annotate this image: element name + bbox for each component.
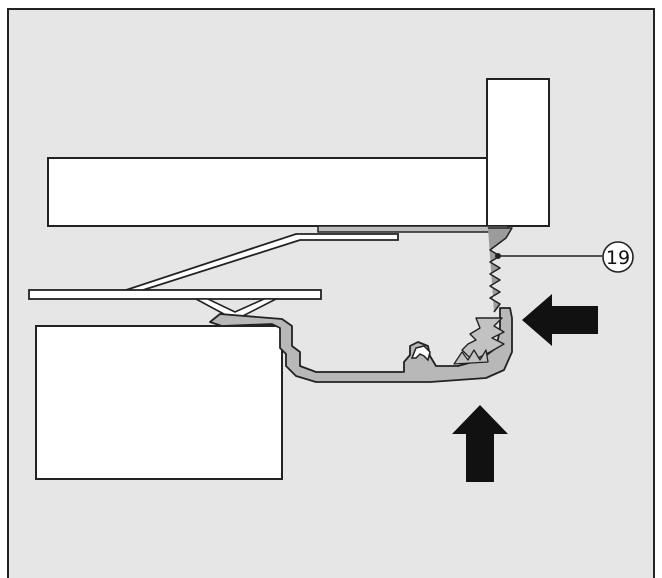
- worktop-plate: [47, 157, 491, 227]
- callout-number: 19: [606, 247, 630, 269]
- spring-element: [488, 227, 513, 313]
- profile-hook: [410, 345, 431, 362]
- corner-teeth: [453, 349, 489, 365]
- callout-circle: [602, 241, 634, 273]
- arrow-up-icon: [452, 405, 508, 482]
- underside-strip: [317, 225, 509, 233]
- callout-dot: [495, 253, 501, 259]
- arrow-left-icon: [522, 294, 598, 346]
- rail-bar: [28, 289, 322, 300]
- cabinet-panel: [35, 325, 283, 480]
- side-panel: [486, 78, 550, 227]
- profile-channel: [209, 307, 513, 383]
